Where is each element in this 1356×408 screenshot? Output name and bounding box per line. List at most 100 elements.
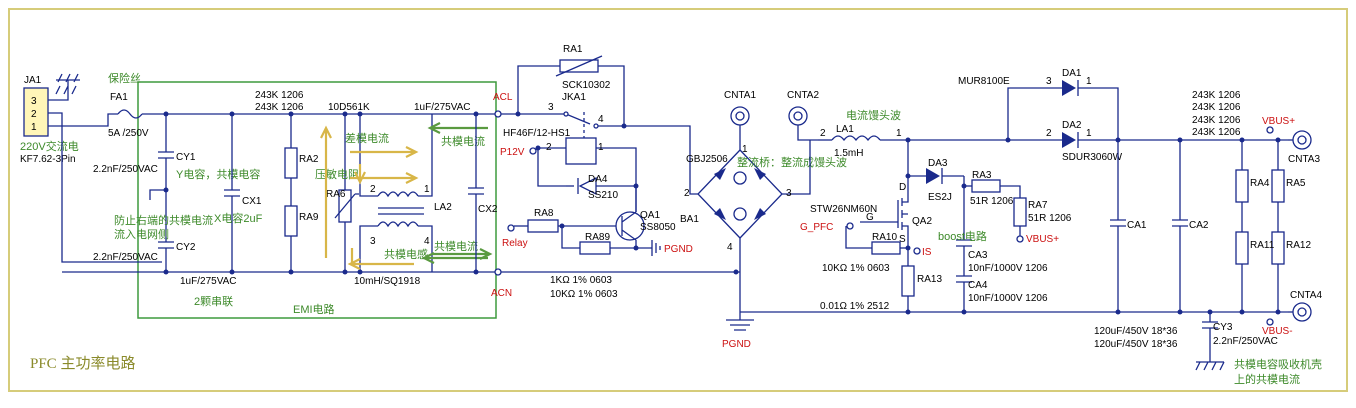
bridge-value: GBJ2506 <box>686 154 728 165</box>
connector-ja1[interactable]: JA1 3 2 1 220V交流电 KF7.62-3Pin <box>20 75 79 165</box>
ra7-ref: RA7 <box>1028 200 1048 211</box>
fuse-note: 保险丝 <box>108 71 141 85</box>
qa1-ref: QA1 <box>640 210 660 221</box>
bridge-pin2: 2 <box>684 188 690 199</box>
da1-pin1: 1 <box>1086 76 1092 87</box>
ja1-pin2: 2 <box>31 109 37 120</box>
cy2-note-a: 防止右端的共模电流 <box>114 213 213 227</box>
terminal-cnta3[interactable]: CNTA3 <box>1288 130 1320 165</box>
la2-note-inductor: 共模电感 <box>384 248 428 261</box>
la1-note: 电流馒头波 <box>846 108 901 122</box>
la2-ref: LA2 <box>434 202 452 213</box>
resistor-ra89[interactable]: RA89 <box>561 226 636 255</box>
emi-box <box>137 81 497 319</box>
cx2-value: 1uF/275VAC <box>414 102 471 113</box>
relay-pin3: 3 <box>548 102 554 113</box>
ra89-ref: RA89 <box>585 232 610 243</box>
la1-pin1: 1 <box>896 128 902 139</box>
ra13-value: 0.01Ω 1% 2512 <box>820 301 890 312</box>
ja1-ref: JA1 <box>24 75 42 86</box>
da4-ref: DA4 <box>588 174 608 185</box>
cap-cy1[interactable]: CY1 2.2nF/250VAC Y电容，共模电容 <box>93 114 260 190</box>
ra3-ref: RA3 <box>972 170 992 181</box>
ja1-label1: 220V交流电 <box>20 139 79 153</box>
ca2-value: 120uF/450V 18*36 <box>1094 339 1178 350</box>
resistor-ra3[interactable]: RA3 51R 1206 <box>970 170 1021 207</box>
cap-cx2[interactable]: CX2 1uF/275VAC <box>414 102 498 272</box>
da1-value: MUR8100E <box>958 76 1010 87</box>
ra12-ref: RA12 <box>1286 240 1311 251</box>
diode-da4[interactable]: DA4 SS210 <box>566 174 636 201</box>
ra89-value: 10KΩ 1% 0603 <box>550 289 618 300</box>
boost-note: boost电路 <box>938 230 987 243</box>
ra8-ref: RA8 <box>534 208 554 219</box>
diode-da2[interactable]: DA2 SDUR3060W 2 1 <box>1046 120 1288 163</box>
da2-pin2: 2 <box>1046 128 1052 139</box>
la2-pin2: 2 <box>370 184 376 195</box>
cap-cy2[interactable]: CY2 2.2nF/250VAC 防止右端的共模电流 流入电网侧 <box>93 190 213 272</box>
relay-pin4: 4 <box>598 114 604 125</box>
transistor-qa1[interactable]: QA1 SS8050 <box>615 186 676 248</box>
la1-ref: LA1 <box>836 124 854 135</box>
cy3-value: 2.2nF/250VAC <box>1213 336 1278 347</box>
divider-resistors[interactable]: 243K 1206 243K 1206 243K 1206 243K 1206 … <box>1192 90 1311 312</box>
terminal-cnta1[interactable]: CNTA1 <box>724 90 756 150</box>
cap-ca1[interactable]: CA1 120uF/450V 18*36 <box>1094 140 1178 337</box>
resistor-ra2-ra9[interactable]: 243K 1206 243K 1206 RA2 RA9 <box>255 90 319 272</box>
cy1-value: 2.2nF/250VAC <box>93 164 158 175</box>
net-pgnd2: PGND <box>722 339 751 350</box>
net-pgnd: PGND <box>664 244 693 255</box>
cy3-note1: 共模电容吸收机壳 <box>1234 357 1322 371</box>
mosfet-qa2[interactable]: STW26NM60N QA2 G D S <box>810 182 932 245</box>
ca1-ref: CA1 <box>1127 220 1147 231</box>
la2-pin1: 1 <box>424 184 430 195</box>
bridge-ref: BA1 <box>680 214 699 225</box>
ja1-label2: KF7.62-3Pin <box>20 154 76 165</box>
cx1-ref: CX1 <box>242 196 262 207</box>
pgnd-symbol <box>636 240 661 256</box>
net-is: IS <box>922 247 932 258</box>
diode-da1[interactable]: MUR8100E DA1 3 1 <box>958 68 1119 140</box>
cx2-ref: CX2 <box>478 204 498 215</box>
ca4-value: 10nF/1000V 1206 <box>968 293 1048 304</box>
cy3-note2: 上的共模电流 <box>1234 372 1300 386</box>
diode-da3[interactable]: DA3 ES2J <box>926 158 964 203</box>
cap-ca2[interactable]: CA2 120uF/450V 18*36 <box>1094 140 1209 350</box>
cy3-ref: CY3 <box>1213 322 1233 333</box>
cy1-ref: CY1 <box>176 152 196 163</box>
resistor-ra8[interactable]: RA8 <box>514 208 622 233</box>
da1-pin3: 3 <box>1046 76 1052 87</box>
resistor-ra13[interactable]: RA13 0.01Ω 1% 2512 <box>820 265 942 312</box>
fuse-ref: FA1 <box>110 92 128 103</box>
earth-icon <box>57 73 79 83</box>
cap-cx1[interactable]: CX1 X电容2uF 1uF/275VAC 2颗串联 <box>180 114 263 308</box>
la1-value: 1.5mH <box>834 148 863 159</box>
ra5-ref: RA5 <box>1286 178 1306 189</box>
vbus-p-node <box>1266 126 1274 134</box>
cap-cy3[interactable]: CY3 2.2nF/250VAC 共模电容吸收机壳 上的共模电流 <box>1195 312 1322 386</box>
la2-pin4: 4 <box>424 236 430 247</box>
ca3-value: 10nF/1000V 1206 <box>968 263 1048 274</box>
varistor-ra6[interactable]: 10D561K RA6 压敏电阻 <box>315 102 370 272</box>
bridge-ba1[interactable]: GBJ2506 整流桥：整流成馒头波 BA1 2 3 4 1 <box>680 144 847 312</box>
relay-jka1[interactable]: 3 4 2 1 JKA1 HF46F/12-HS1 <box>503 92 637 212</box>
ra1-value: SCK10302 <box>562 80 611 91</box>
fuse-fa1[interactable]: 保险丝 FA1 5A /250V <box>108 71 149 139</box>
relay-value: HF46F/12-HS1 <box>503 128 571 139</box>
net-vbus-n: VBUS- <box>1262 326 1293 337</box>
cap-ca3-ca4[interactable]: boost电路 CA3 10nF/1000V 1206 CA4 10nF/100… <box>938 230 1048 312</box>
ca3-ref: CA3 <box>968 250 988 261</box>
inductor-la1[interactable]: 电流馒头波 LA1 1.5mH 2 1 <box>818 108 1062 159</box>
cy2-note-b: 流入电网侧 <box>114 227 169 241</box>
varistor-value: 10D561K <box>328 102 370 113</box>
thermistor-ra1[interactable]: RA1 SCK10302 <box>555 44 611 91</box>
la2-note-cm1: 共模电流 <box>441 134 485 148</box>
acl-node <box>494 110 502 118</box>
terminal-cnta2[interactable]: CNTA2 <box>787 90 819 141</box>
ja1-pin1: 1 <box>31 122 37 133</box>
resistor-ra10[interactable]: RA10 10KΩ 1% 0603 <box>822 232 908 274</box>
resistor-ra7[interactable]: RA7 51R 1206 <box>1013 197 1072 236</box>
choke-la2[interactable]: 2 1 3 4 LA2 10mH/SQ1918 差模电流 共模电流 共模电感 共… <box>345 114 485 287</box>
terminal-cnta4[interactable]: CNTA4 <box>1288 290 1322 322</box>
